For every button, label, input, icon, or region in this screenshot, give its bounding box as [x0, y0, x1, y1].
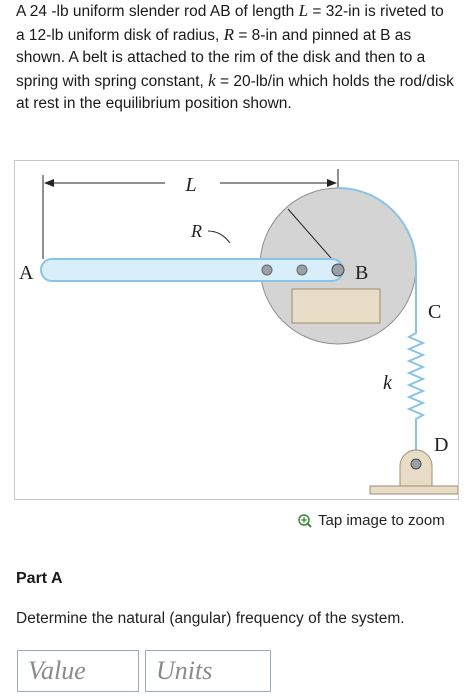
- radius-line: [287, 208, 339, 267]
- radius-leader: [207, 230, 231, 244]
- zoom-label: Tap image to zoom: [318, 512, 445, 529]
- spring: [406, 317, 426, 453]
- label-D: D: [434, 434, 448, 456]
- label-B: B: [355, 262, 368, 284]
- tap-to-zoom-link[interactable]: Tap image to zoom: [298, 512, 445, 529]
- question-text: Determine the natural (angular) frequenc…: [16, 610, 405, 627]
- label-C: C: [428, 301, 441, 323]
- value-input[interactable]: [17, 650, 139, 692]
- problem-text-2: = 32-in is riveted to a 12-lb uniform di…: [16, 3, 444, 44]
- rivet-1: [261, 264, 273, 276]
- symbol-R: R: [223, 24, 235, 44]
- problem-text-1: A 24 -lb uniform slender rod AB of lengt…: [16, 3, 299, 20]
- label-k: k: [383, 372, 393, 394]
- problem-text-4: = 20-lb/in which holds the rod/disk at r…: [16, 72, 454, 113]
- problem-statement: A 24 -lb uniform slender rod AB of lengt…: [16, 0, 456, 116]
- label-A: A: [19, 262, 34, 284]
- answer-row: [17, 650, 271, 692]
- pin-support: [291, 288, 381, 324]
- pin-B: [331, 263, 345, 277]
- mechanism-diagram: L R A B C k D: [19, 169, 458, 495]
- label-L: L: [184, 174, 196, 196]
- part-title: Part A: [16, 570, 63, 587]
- belt: [337, 187, 417, 317]
- rivet-2: [296, 264, 308, 276]
- pin-D: [410, 458, 422, 470]
- zoom-in-icon: [298, 513, 312, 528]
- problem-figure[interactable]: L R A B C k D: [14, 160, 459, 500]
- symbol-k: k: [208, 70, 216, 90]
- ground: [369, 485, 458, 495]
- label-R: R: [190, 221, 202, 241]
- symbol-L: L: [298, 1, 309, 20]
- units-input[interactable]: [145, 650, 271, 692]
- problem-text-3: = 8-in and pinned at B as shown. A belt …: [16, 26, 426, 90]
